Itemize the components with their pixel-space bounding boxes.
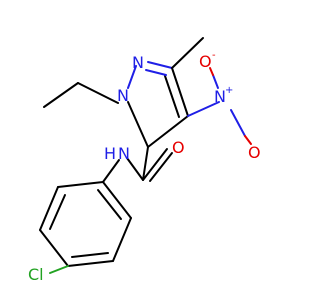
bond-c3-c4-double [164, 75, 180, 118]
amide-group [102, 146, 173, 183]
bond-n1-ch2 [77, 82, 119, 104]
bond-ar-2-double [49, 194, 66, 230]
bond-c4-nnitro [187, 101, 220, 117]
bond-ar-2 [39, 186, 59, 231]
atom-o-nitro-minus: O [199, 52, 212, 71]
molecule-structure: N N N + O - O O N H Cl [28, 37, 261, 284]
bond-carbonyl-o-2 [149, 152, 173, 182]
atom-n-ring-top: N [132, 53, 144, 72]
bond-n1-n2 [127, 65, 137, 89]
bond-nnitro-odouble [230, 109, 246, 137]
atom-o-carbonyl: O [172, 138, 185, 157]
bond-ar-5 [112, 217, 132, 262]
bond-n2-c3-double [147, 61, 173, 69]
bond-carbonyl-o [142, 148, 168, 181]
bond-ar-3 [39, 229, 69, 267]
benzene-ring [39, 181, 132, 267]
bond-methyl [171, 37, 204, 69]
bond-nnitro-odouble-o [244, 135, 252, 145]
bond-ch2-ch3 [43, 82, 79, 108]
o-nitro-minus-charge: - [212, 50, 216, 61]
bond-carbonyl-n [126, 157, 144, 181]
bond-nnitro-ominus [212, 74, 219, 89]
bond-nnitro-ominus-o [209, 67, 214, 76]
pyrazole-ring [127, 61, 189, 148]
bond-ar-cl [49, 265, 69, 274]
ethyl-group [43, 82, 119, 108]
bond-c5-carbonyl [142, 146, 149, 181]
atom-h-amide: H [104, 144, 116, 163]
bond-n2-c3 [145, 69, 167, 76]
atom-cl: Cl [28, 265, 44, 284]
n-nitro-charge: + [225, 85, 233, 96]
bond-ar-4 [67, 260, 114, 267]
bond-nh-ar [102, 159, 120, 183]
bond-ar-6-double [97, 189, 122, 220]
atom-o-nitro-double: O [248, 143, 261, 162]
bond-c3-c4 [171, 67, 189, 117]
atom-n-ring-ethyl: N [117, 86, 129, 105]
atom-n-amide: N [118, 144, 130, 163]
bond-c4-c5 [147, 115, 189, 148]
bond-ar-4-double [71, 252, 109, 258]
atom-n-nitro: N [214, 87, 226, 106]
bond-c5-n1 [127, 101, 149, 148]
bond-ar-1 [57, 181, 104, 188]
nitro-group [187, 67, 252, 145]
bond-ar-6 [102, 181, 132, 219]
